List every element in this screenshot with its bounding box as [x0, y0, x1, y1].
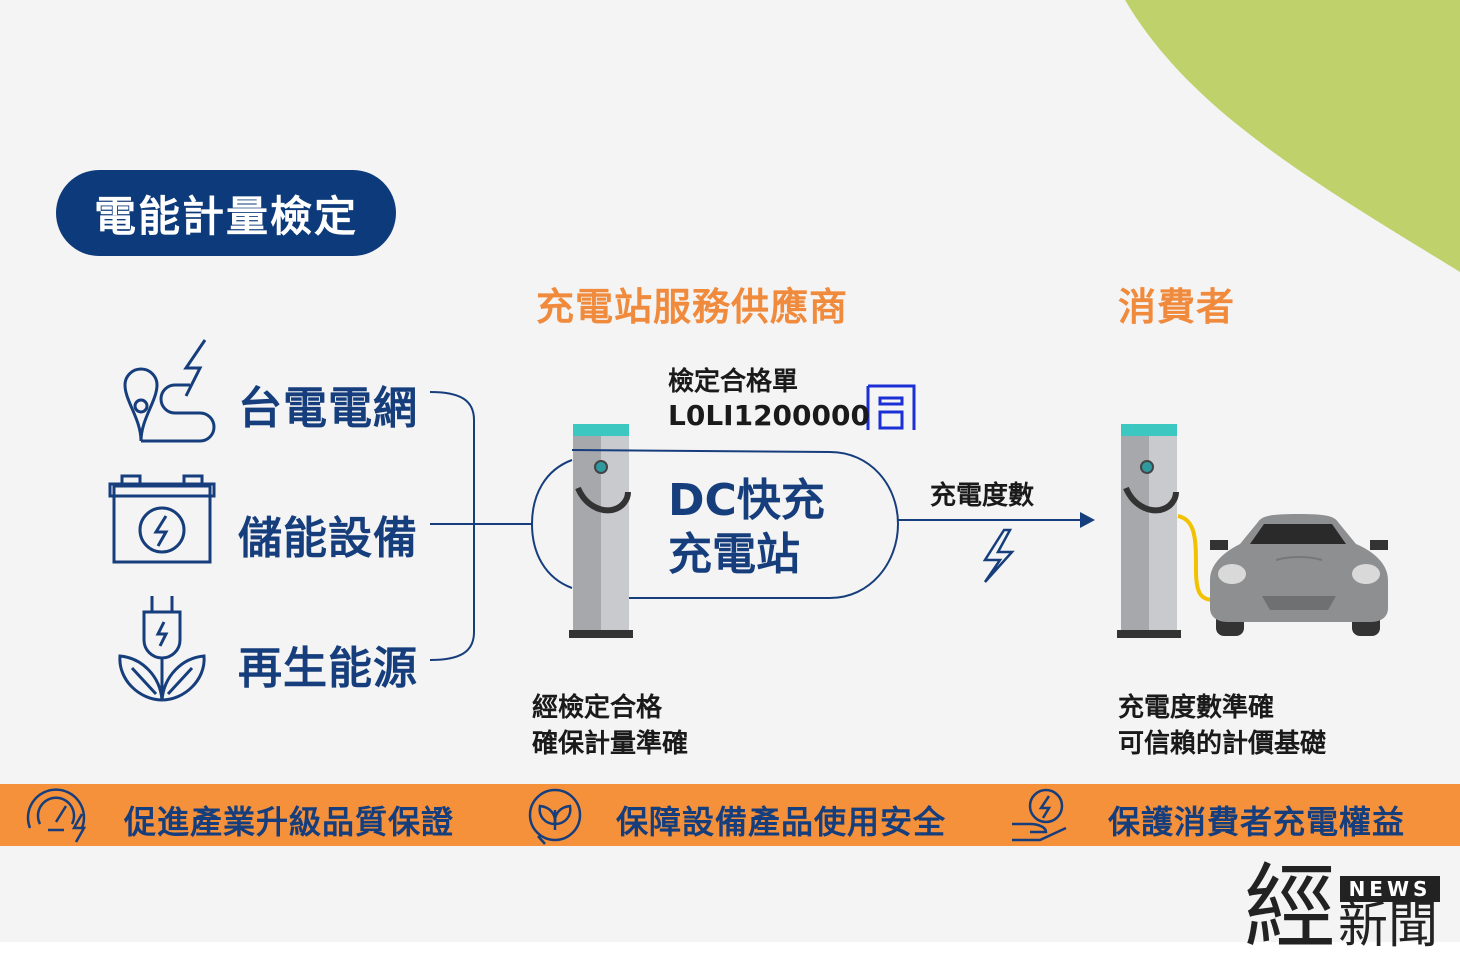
- source-label-storage: 儲能設備: [238, 513, 418, 564]
- consumer-note-line1: 充電度數準確: [1118, 693, 1275, 723]
- page-title-badge: 電能計量檢定: [56, 170, 396, 256]
- provider-charger-illustration: [569, 424, 633, 638]
- certificate-code: L0LI1200000: [668, 399, 870, 432]
- hand-energy-icon: [1012, 788, 1067, 842]
- certified-stamp-icon: [866, 384, 916, 430]
- gauge-icon: [26, 788, 87, 843]
- benefits-banner: [0, 784, 1460, 846]
- green-corner-decoration: [1125, 0, 1460, 272]
- station-outline: [571, 449, 900, 599]
- car-illustration: [1210, 514, 1388, 636]
- renewable-plug-icon: [118, 596, 206, 702]
- provider-note-line1: 經檢定合格: [532, 693, 663, 723]
- consumer-charger-illustration: [1117, 424, 1215, 638]
- battery-icon: [108, 474, 216, 564]
- page-title: 電能計量檢定: [93, 191, 358, 241]
- banner-item-safety: 保障設備產品使用安全: [616, 803, 947, 841]
- consumer-note-line2: 可信賴的計價基礎: [1118, 729, 1327, 759]
- flow-arrow: [898, 512, 1095, 528]
- bottom-strip: [0, 942, 1460, 976]
- consumer-heading: 消費者: [1118, 285, 1236, 329]
- banner-item-consumer-rights: 保護消費者充電權益: [1108, 803, 1406, 841]
- power-grid-icon: [123, 339, 216, 443]
- logo-main-character: 經: [1244, 854, 1337, 961]
- logo-sub-text: 新聞: [1338, 896, 1438, 954]
- station-name-line1: DC快充: [668, 475, 825, 526]
- provider-note-line2: 確保計量準確: [532, 729, 689, 759]
- banner-item-quality: 促進產業升級品質保證: [124, 803, 455, 841]
- lightning-icon: [982, 528, 1015, 583]
- flow-label: 充電度數: [930, 481, 1035, 511]
- logo-news-badge: NEWS: [1340, 876, 1440, 902]
- source-label-renewable: 再生能源: [238, 643, 418, 694]
- banner-icons: [26, 788, 1067, 845]
- station-name-line2: 充電站: [668, 529, 800, 580]
- source-bracket: [429, 391, 532, 661]
- source-label-grid: 台電電網: [238, 383, 418, 434]
- certificate-title: 檢定合格單: [668, 367, 799, 397]
- leaf-shield-icon: [528, 788, 582, 845]
- provider-heading: 充電站服務供應商: [536, 285, 849, 329]
